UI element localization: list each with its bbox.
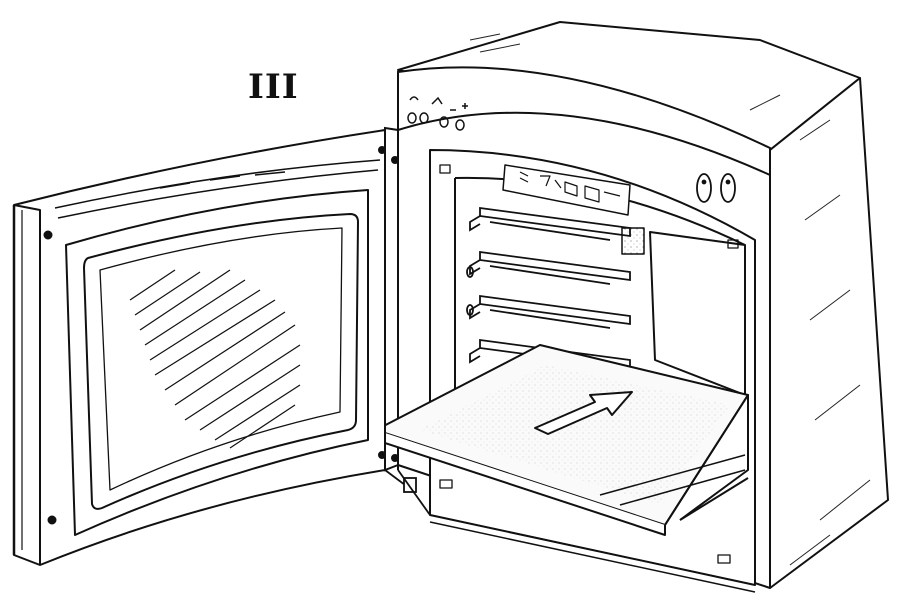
- control-panel: [397, 66, 771, 203]
- insert-direction-arrow-icon: [534, 391, 633, 435]
- shelf-runners: [466, 206, 631, 370]
- figure-numeral: III: [248, 67, 299, 107]
- door-window: [83, 213, 359, 510]
- door-hinge: [384, 469, 431, 516]
- oven-housing: [397, 21, 889, 589]
- glass-reflection: [129, 269, 301, 449]
- cabinet-base: [429, 514, 756, 593]
- left-control-knobs: [407, 96, 468, 131]
- display-strip: [502, 164, 631, 216]
- sliding-shelf: [375, 344, 749, 536]
- right-control-knobs: [696, 173, 736, 203]
